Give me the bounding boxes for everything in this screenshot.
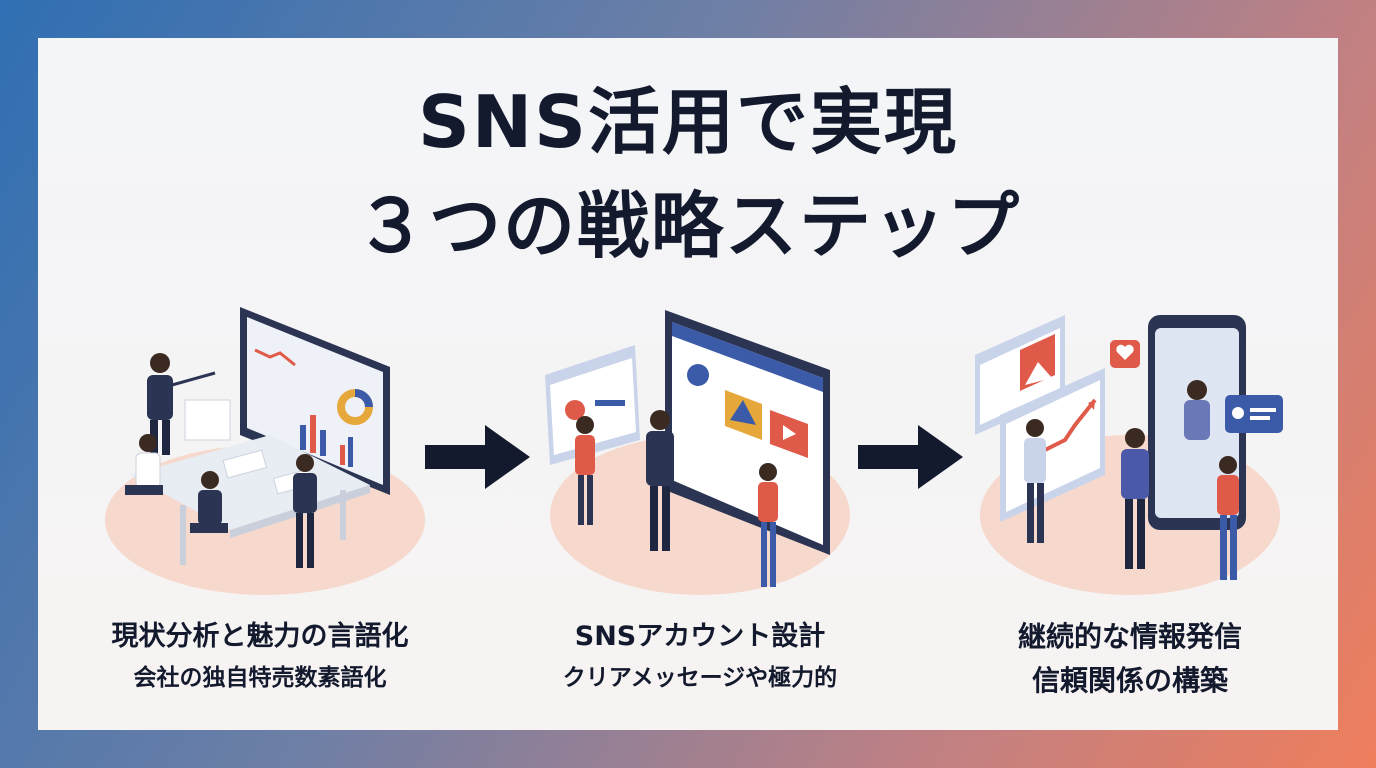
people-figures [575,410,778,587]
browser-window-small [545,345,640,465]
step3-title: 継続的な情報発信 [1017,620,1242,653]
step1-illustration [105,307,425,595]
title-line-1: SNS活用で実現 [418,80,958,164]
arrow-right-icon [858,425,963,489]
heart-icon [1110,340,1140,368]
step3-illustration [975,315,1283,595]
step2-title: SNSアカウント設計 [574,621,826,652]
step1-subtitle: 会社の独自特売数素語化 [133,664,387,691]
step3-subtitle: 信頼関係の構築 [1031,663,1228,697]
seated-people [125,434,317,568]
step2-subtitle: クリアメッセージや極力的 [562,664,838,691]
step1-title: 現状分析と魅力の言語化 [111,621,409,652]
profile-card-icon [1225,395,1283,433]
browser-window-large [665,310,830,555]
step3-caption: 継続的な情報発信 信頼関係の構築 [930,620,1330,699]
growth-chart-window [1000,368,1105,522]
people-figures [1024,419,1239,580]
step2-illustration [545,310,850,595]
step2-caption: SNSアカウント設計 クリアメッセージや極力的 [500,622,900,694]
step1-caption: 現状分析と魅力の言語化 会社の独自特売数素語化 [60,622,460,694]
title-line-2: ３つの戦略ステップ [354,184,1021,268]
arrow-right-icon [425,425,530,489]
